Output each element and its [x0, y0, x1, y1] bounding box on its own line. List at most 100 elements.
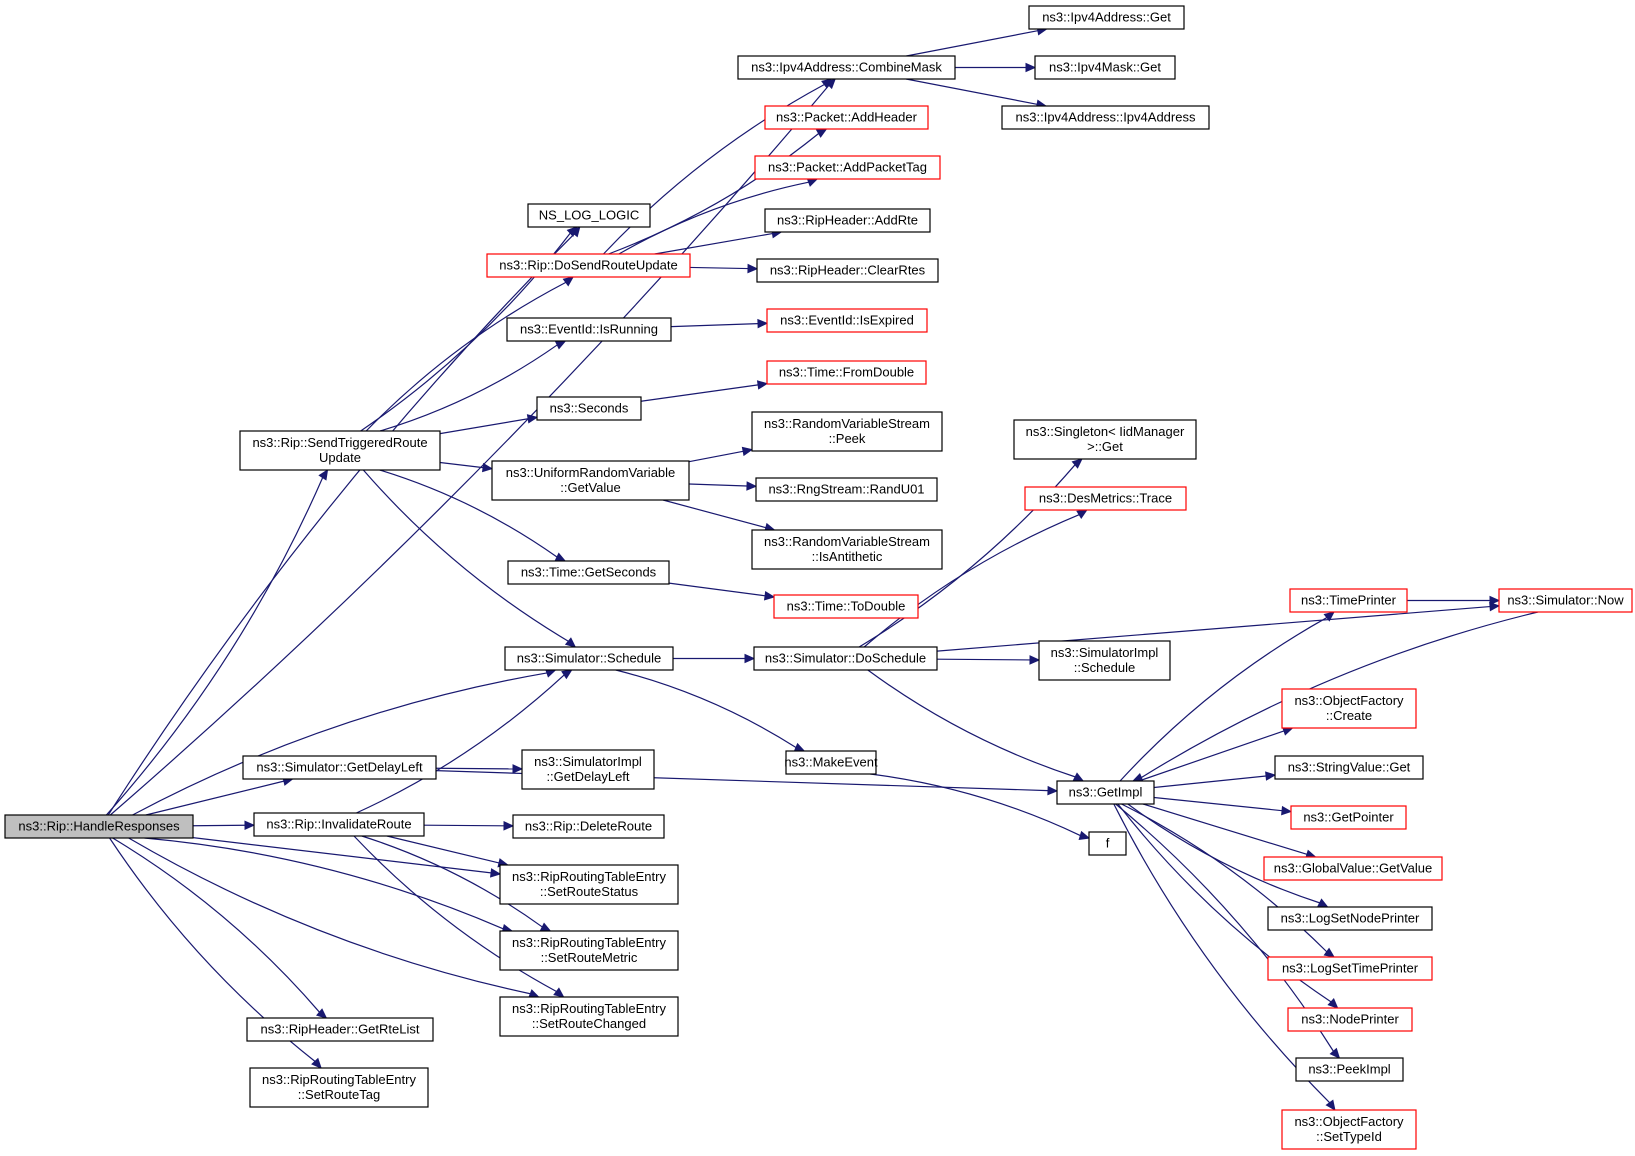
node-stringvalue_get[interactable]: ns3::StringValue::Get — [1274, 755, 1424, 780]
node-box[interactable] — [1295, 1057, 1404, 1082]
node-rvs_peek[interactable]: ns3::RandomVariableStream::Peek — [751, 411, 943, 452]
node-box[interactable] — [504, 646, 674, 671]
node-getimpl[interactable]: ns3::GetImpl — [1056, 780, 1155, 805]
node-box[interactable] — [753, 646, 938, 671]
node-box[interactable] — [1028, 5, 1185, 30]
node-objfactory_create[interactable]: ns3::ObjectFactory::Create — [1281, 688, 1417, 729]
node-box[interactable] — [756, 258, 939, 283]
node-logsetnodeprinter[interactable]: ns3::LogSetNodePrinter — [1267, 906, 1433, 931]
node-ripheader_clearrtes[interactable]: ns3::RipHeader::ClearRtes — [756, 258, 939, 283]
node-rvs_isantithetic[interactable]: ns3::RandomVariableStream::IsAntithetic — [751, 529, 943, 570]
node-time_todouble[interactable]: ns3::Time::ToDouble — [773, 594, 919, 619]
node-box[interactable] — [737, 55, 956, 80]
node-rip_deleteroute[interactable]: ns3::Rip::DeleteRoute — [512, 814, 665, 839]
node-ipv4addr_ctor[interactable]: ns3::Ipv4Address::Ipv4Address — [1001, 105, 1210, 130]
node-box[interactable] — [499, 996, 679, 1037]
node-logsettimeprinter[interactable]: ns3::LogSetTimePrinter — [1267, 956, 1433, 981]
node-do_send_route_update[interactable]: ns3::Rip::DoSendRouteUpdate — [486, 253, 691, 278]
node-box[interactable] — [1088, 831, 1127, 856]
node-handle_responses[interactable]: ns3::Rip::HandleResponses — [4, 814, 194, 839]
node-ipv4addr_get[interactable]: ns3::Ipv4Address::Get — [1028, 5, 1185, 30]
node-packet_addpackettag[interactable]: ns3::Packet::AddPacketTag — [754, 155, 941, 180]
node-set_route_changed[interactable]: ns3::RipRoutingTableEntry::SetRouteChang… — [499, 996, 679, 1037]
node-combine_mask[interactable]: ns3::Ipv4Address::CombineMask — [737, 55, 956, 80]
node-box[interactable] — [4, 814, 194, 839]
node-objfactory_settypeid[interactable]: ns3::ObjectFactory::SetTypeId — [1281, 1109, 1417, 1150]
node-ns_log_logic[interactable]: NS_LOG_LOGIC — [527, 203, 651, 228]
node-sim_schedule[interactable]: ns3::Simulator::Schedule — [504, 646, 674, 671]
node-box[interactable] — [1263, 856, 1443, 881]
node-sim_getdelayleft[interactable]: ns3::Simulator::GetDelayLeft — [242, 755, 437, 780]
node-box[interactable] — [773, 594, 919, 619]
node-box[interactable] — [754, 155, 941, 180]
node-box[interactable] — [486, 253, 691, 278]
node-time_getseconds[interactable]: ns3::Time::GetSeconds — [507, 560, 670, 585]
node-box[interactable] — [1267, 956, 1433, 981]
node-box[interactable] — [764, 208, 931, 233]
node-rngstream_randu01[interactable]: ns3::RngStream::RandU01 — [755, 477, 938, 502]
node-box[interactable] — [1498, 588, 1633, 613]
node-box[interactable] — [239, 430, 441, 471]
node-box[interactable] — [1056, 780, 1155, 805]
node-urv_getvalue[interactable]: ns3::UniformRandomVariable::GetValue — [491, 460, 690, 501]
node-set_route_status[interactable]: ns3::RipRoutingTableEntry::SetRouteStatu… — [499, 864, 679, 905]
node-seconds[interactable]: ns3::Seconds — [536, 396, 642, 421]
node-box[interactable] — [764, 105, 929, 130]
node-ipv4mask_get[interactable]: ns3::Ipv4Mask::Get — [1034, 55, 1176, 80]
node-desmetrics_trace[interactable]: ns3::DesMetrics::Trace — [1024, 486, 1187, 511]
node-box[interactable] — [512, 814, 665, 839]
node-box[interactable] — [751, 411, 943, 452]
node-set_route_metric[interactable]: ns3::RipRoutingTableEntry::SetRouteMetri… — [499, 930, 679, 971]
node-simimpl_getdelayleft[interactable]: ns3::SimulatorImpl::GetDelayLeft — [521, 749, 655, 790]
node-box[interactable] — [1290, 805, 1407, 830]
node-box[interactable] — [253, 812, 425, 837]
node-box[interactable] — [242, 755, 437, 780]
node-box[interactable] — [536, 396, 642, 421]
node-box[interactable] — [246, 1017, 434, 1042]
node-f[interactable]: f — [1088, 831, 1127, 856]
node-box[interactable] — [755, 477, 938, 502]
node-box[interactable] — [499, 864, 679, 905]
node-box[interactable] — [527, 203, 651, 228]
node-ripheader_addrte[interactable]: ns3::RipHeader::AddRte — [764, 208, 931, 233]
node-box[interactable] — [1274, 755, 1424, 780]
node-box[interactable] — [1001, 105, 1210, 130]
node-box[interactable] — [491, 460, 690, 501]
node-box[interactable] — [1034, 55, 1176, 80]
node-box[interactable] — [507, 560, 670, 585]
node-singleton_get[interactable]: ns3::Singleton< IidManager >::Get — [1013, 419, 1197, 460]
node-makeevent[interactable]: ns3::MakeEvent — [784, 750, 878, 775]
node-box[interactable] — [1038, 640, 1171, 681]
node-box[interactable] — [1281, 1109, 1417, 1150]
node-packet_addheader[interactable]: ns3::Packet::AddHeader — [764, 105, 929, 130]
node-box[interactable] — [1013, 419, 1197, 460]
node-box[interactable] — [521, 749, 655, 790]
node-set_route_tag[interactable]: ns3::RipRoutingTableEntry::SetRouteTag — [249, 1067, 429, 1108]
node-box[interactable] — [1024, 486, 1187, 511]
node-box[interactable] — [499, 930, 679, 971]
node-box[interactable] — [1267, 906, 1433, 931]
node-box[interactable] — [1287, 1007, 1413, 1032]
node-box[interactable] — [249, 1067, 429, 1108]
node-sim_now[interactable]: ns3::Simulator::Now — [1498, 588, 1633, 613]
node-get_rte_list[interactable]: ns3::RipHeader::GetRteList — [246, 1017, 434, 1042]
node-getpointer[interactable]: ns3::GetPointer — [1290, 805, 1407, 830]
node-box[interactable] — [751, 529, 943, 570]
node-box[interactable] — [1289, 588, 1408, 613]
node-eventid_isexpired[interactable]: ns3::EventId::IsExpired — [766, 308, 928, 333]
node-time_fromdouble[interactable]: ns3::Time::FromDouble — [766, 360, 927, 385]
node-box[interactable] — [766, 360, 927, 385]
node-eventid_isrunning[interactable]: ns3::EventId::IsRunning — [506, 317, 672, 342]
node-peekimpl[interactable]: ns3::PeekImpl — [1295, 1057, 1404, 1082]
node-simimpl_schedule[interactable]: ns3::SimulatorImpl::Schedule — [1038, 640, 1171, 681]
node-globalvalue_getvalue[interactable]: ns3::GlobalValue::GetValue — [1263, 856, 1443, 881]
node-box[interactable] — [785, 750, 877, 775]
node-box[interactable] — [506, 317, 672, 342]
node-timeprinter[interactable]: ns3::TimePrinter — [1289, 588, 1408, 613]
node-box[interactable] — [766, 308, 928, 333]
node-invalidate_route[interactable]: ns3::Rip::InvalidateRoute — [253, 812, 425, 837]
node-sim_doschedule[interactable]: ns3::Simulator::DoSchedule — [753, 646, 938, 671]
node-nodeprinter[interactable]: ns3::NodePrinter — [1287, 1007, 1413, 1032]
node-box[interactable] — [1281, 688, 1417, 729]
